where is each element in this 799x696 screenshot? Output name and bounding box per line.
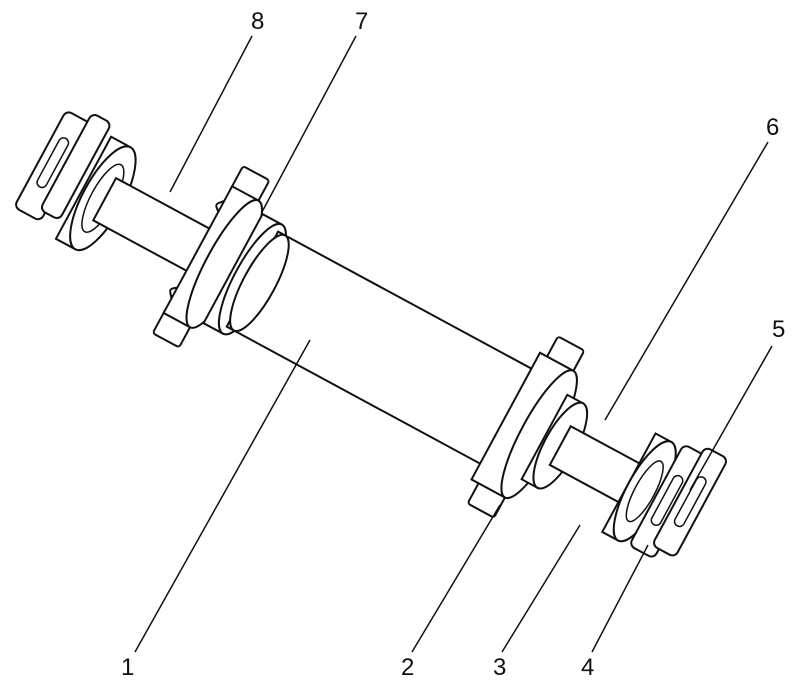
label-1: 1 bbox=[121, 654, 135, 681]
leader-8 bbox=[169, 35, 253, 193]
label-2: 2 bbox=[401, 654, 415, 681]
leader-lines bbox=[134, 35, 773, 653]
left-gear bbox=[152, 166, 270, 348]
label-6: 6 bbox=[766, 114, 780, 141]
label-5: 5 bbox=[772, 316, 786, 343]
label-8: 8 bbox=[251, 8, 265, 35]
leader-4 bbox=[591, 544, 649, 653]
leader-3 bbox=[501, 524, 581, 653]
right-gear bbox=[467, 336, 585, 518]
main-roller bbox=[225, 230, 535, 466]
right-bracket bbox=[630, 445, 727, 558]
label-3: 3 bbox=[493, 654, 507, 681]
leader-7 bbox=[261, 35, 357, 213]
leader-2 bbox=[411, 504, 501, 653]
left-bracket bbox=[15, 111, 111, 221]
leader-5 bbox=[689, 345, 773, 491]
right-wheel bbox=[600, 432, 677, 543]
label-7: 7 bbox=[355, 8, 369, 35]
leader-1 bbox=[134, 339, 311, 653]
label-4: 4 bbox=[581, 654, 595, 681]
leader-6 bbox=[604, 141, 769, 421]
